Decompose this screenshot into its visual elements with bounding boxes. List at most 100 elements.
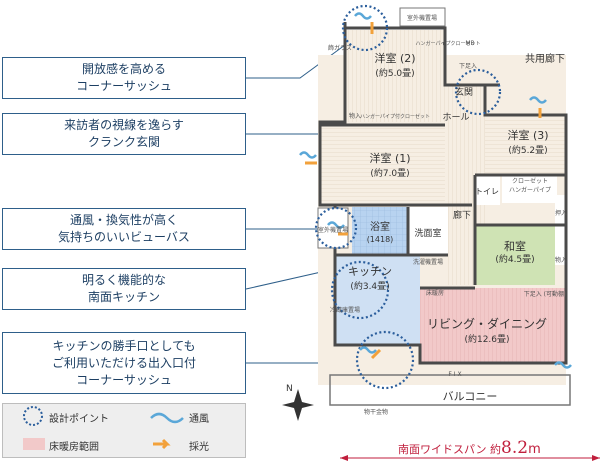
- callout-crank-entrance: 来訪者の視線を逸らすクランク玄関: [2, 113, 246, 155]
- vent-mark: [327, 221, 345, 229]
- compass-north: N: [286, 384, 293, 394]
- label-floor-heating-note: 床暖房: [426, 289, 444, 297]
- label-hanger-closet-top: ハンガーパイプクローゼット: [416, 40, 481, 47]
- vent-mark: [299, 151, 317, 159]
- label-sash: F I X: [448, 371, 461, 378]
- span-dimension: [340, 455, 600, 461]
- floor-heating-swatch: [23, 438, 45, 450]
- room-toilet: [475, 175, 500, 205]
- span-unit: m: [528, 442, 541, 457]
- vent-mark: [529, 96, 547, 104]
- label-balcony-unit: 物干金物: [364, 408, 388, 416]
- room-labels: 洋室 (2) (約5.0畳) 洋室 (1) (約7.0畳) 洋室 (3) (約5…: [348, 51, 565, 403]
- room-kitchen: [335, 255, 420, 345]
- washroom-name: 洗面室: [414, 227, 441, 239]
- entrance-name: 玄関: [455, 86, 473, 98]
- label-outdoor-unit-top: 室外機置場: [407, 14, 437, 22]
- legend: 設計ポイント 通風 床暖房範囲 採光: [2, 403, 246, 458]
- span-text: 南面ワイドスパン 約8.2m: [398, 438, 541, 458]
- design-point-corner-sash: [341, 4, 389, 52]
- ventilation-marks: [299, 12, 572, 369]
- span-value: 8.2: [501, 438, 529, 458]
- span-prefix: 南面ワイドスパン 約: [398, 443, 502, 456]
- design-point-icon: [23, 406, 43, 426]
- callout-kitchen-door-sash: キッチンの勝手口としてもご利用いただける出入口付コーナーサッシュ: [2, 332, 246, 394]
- ventilation-icon: [150, 412, 184, 424]
- balcony-outline: [329, 374, 571, 406]
- label-pantry: 下足入 (可動棚): [524, 290, 567, 298]
- connector-4: [245, 269, 331, 290]
- compass-star: [282, 389, 314, 421]
- bath-name: 浴室: [370, 220, 390, 233]
- callout-line: ご利用いただける出入口付: [51, 355, 196, 370]
- callout-line: 通風・換気性が高く: [69, 213, 178, 227]
- w1-name: 洋室 (1): [369, 151, 410, 165]
- vent-mark: [554, 361, 572, 369]
- room-japanese: [475, 225, 555, 285]
- vent-mark: [359, 346, 377, 354]
- wall-top: [345, 26, 500, 87]
- w2-name: 洋室 (2): [374, 51, 415, 65]
- label-outdoor-side: 室外機置場: [318, 226, 348, 234]
- room-washroom: [408, 207, 448, 255]
- w1-area: (約7.0畳): [370, 167, 409, 179]
- room-living: [420, 288, 565, 363]
- outdoor-unit-top-box: [399, 7, 446, 27]
- balcony-name: バルコニー: [443, 390, 498, 403]
- label-hanger-w3: ハンガーパイプ: [509, 186, 551, 194]
- label-hanger-closet: ハンガーパイプ付クローゼット: [360, 113, 430, 120]
- label-oshiire: 押入: [555, 209, 567, 217]
- label-storage-jp: 物入: [555, 256, 567, 264]
- kitchen-area: (約3.4畳): [350, 280, 389, 292]
- legend-floor-heating-label: 床暖房範囲: [49, 442, 99, 453]
- callout-line: 気持ちのいいビューバス: [58, 230, 190, 244]
- walls: [318, 22, 568, 365]
- room-western2: [345, 30, 445, 122]
- span-arrow-left: [340, 455, 348, 461]
- hall-name: ホール: [442, 112, 469, 123]
- design-points: [314, 4, 502, 390]
- bath-size: (1418): [367, 235, 394, 244]
- jp-area: (約4.5畳): [495, 253, 534, 265]
- closet-w3: [502, 175, 557, 203]
- label-washing: 洗濯機置場: [413, 258, 443, 266]
- label-fridge: 冷蔵庫置場: [330, 306, 360, 314]
- design-point-entrance: [454, 68, 502, 116]
- vent-mark: [354, 12, 372, 20]
- light-mark: [370, 348, 382, 360]
- legend-design-point-label: 設計ポイント: [49, 414, 109, 425]
- callout-view-bath: 通風・換気性が高く気持ちのいいビューバス: [2, 208, 246, 250]
- callout-south-kitchen: 明るく機能的な南面キッチン: [2, 268, 246, 310]
- living-name: リビング・ダイニング: [427, 316, 547, 331]
- callout-line: 来訪者の視線を逸らす: [64, 118, 184, 132]
- legend-ventilation-label: 通風: [189, 414, 209, 425]
- daylight-marks: [305, 22, 542, 360]
- callout-line: クランク玄関: [87, 135, 160, 149]
- design-point-bath: [314, 206, 358, 250]
- jp-name: 和室: [504, 239, 526, 253]
- callout-line: 開放感を高める: [81, 62, 166, 76]
- label-mb: MB: [465, 40, 474, 47]
- span-arrow-right: [592, 455, 600, 461]
- label-shoe-box: 下足入: [459, 63, 477, 70]
- callout-line: 明るく機能的な: [81, 273, 166, 287]
- room-bath: [352, 207, 407, 255]
- compass: N: [282, 384, 314, 421]
- label-closet-w3: クローゼット: [512, 177, 548, 185]
- callout-line: コーナーサッシュ: [76, 372, 172, 387]
- w3-area: (約5.2畳): [508, 144, 547, 156]
- living-area: (約12.6畳): [464, 333, 509, 345]
- room-western3: [485, 115, 565, 175]
- wall-outline: [318, 22, 568, 365]
- label-storage: 物入: [349, 112, 361, 120]
- callout-line: 南面キッチン: [87, 290, 160, 304]
- callout-line: キッチンの勝手口としても: [52, 338, 196, 353]
- legend-daylight-label: 採光: [189, 442, 209, 453]
- label-flower-glass: 飾ガラス: [328, 44, 352, 52]
- design-point-kitchen-door: [355, 330, 415, 390]
- callout-line: コーナーサッシュ: [76, 79, 172, 93]
- kitchen-name: キッチン: [348, 265, 392, 278]
- daylight-icon: [153, 438, 171, 450]
- oshiire: [555, 195, 567, 265]
